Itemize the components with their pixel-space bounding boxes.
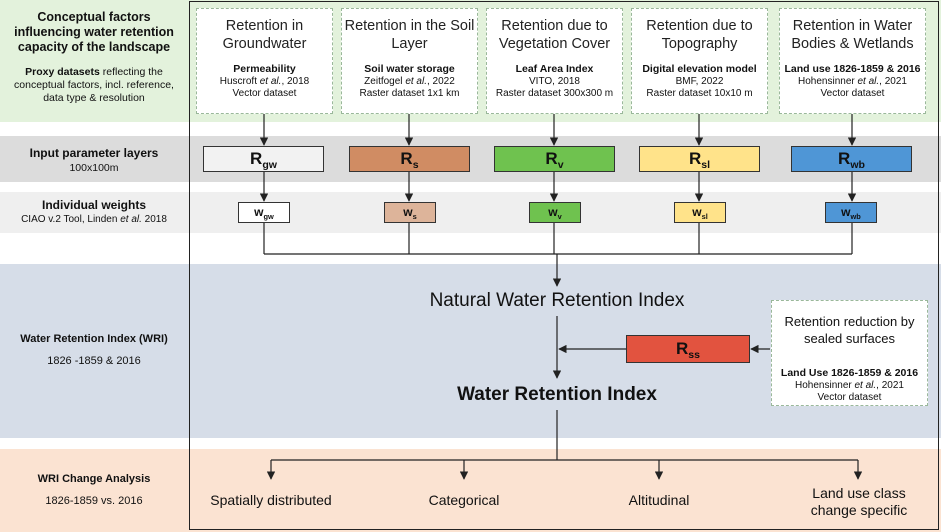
input-band — [0, 136, 941, 182]
output-altitudinal: Altitudinal — [628, 492, 690, 508]
wri-sub: 1826 -1859 & 2016 — [47, 355, 141, 367]
weights-sub-pre: CIAO v.2 Tool, Linden — [21, 214, 121, 225]
factor-dataset: Leaf Area Index — [515, 63, 594, 75]
main-frame — [189, 1, 939, 530]
factor-dataset: Land use 1826-1859 & 2016 — [784, 63, 921, 75]
param-water-bodies: Rwb — [791, 146, 912, 172]
factor-reference: Zeitfogel et al., 2022 — [364, 76, 455, 87]
sealed-dataset: Land Use 1826-1859 & 2016 — [780, 367, 919, 379]
weight-topography: wsl — [674, 202, 726, 223]
factor-type: Vector dataset — [820, 88, 885, 99]
factor-type: Vector dataset — [232, 88, 297, 99]
factor-dataset: Soil water storage — [364, 63, 455, 75]
factor-type: Raster dataset 1x1 km — [359, 88, 460, 99]
factor-title: Retention due to Vegetation Cover — [498, 18, 611, 52]
factor-vegetation: Retention due to Vegetation Cover Leaf A… — [486, 8, 623, 114]
factor-title: Retention in Groundwater — [222, 18, 307, 52]
change-title: WRI Change Analysis — [37, 473, 151, 485]
weight-water-bodies: wwb — [825, 202, 877, 223]
factor-dataset: Digital elevation model — [642, 63, 757, 75]
weight-vegetation: wv — [529, 202, 581, 223]
param-topography: Rsl — [639, 146, 760, 172]
sealed-title: Retention reduction by sealed surfaces — [784, 314, 915, 346]
factor-dataset: Permeability — [233, 63, 296, 75]
weights-title: Individual weights — [41, 198, 146, 212]
factor-topography: Retention due to Topography Digital elev… — [631, 8, 768, 114]
sealed-type: Vector dataset — [817, 392, 882, 403]
proxy-label: Proxy datasets reflecting the conceptual… — [0, 66, 188, 105]
factor-reference: Huscroft et al., 2018 — [219, 76, 310, 87]
sealed-reference: Hohensinner et al., 2021 — [795, 380, 904, 391]
param-soil: Rs — [349, 146, 470, 172]
factor-water-bodies: Retention in Water Bodies & Wetlands Lan… — [779, 8, 926, 114]
weights-sub-post: 2018 — [141, 214, 167, 225]
output-categorical: Categorical — [428, 492, 500, 508]
proxy-rest: reflecting the conceptual factors, incl.… — [14, 66, 174, 104]
factors-title: Conceptual factors influencing water ret… — [14, 10, 174, 54]
factor-reference: Hohensinner et al., 2021 — [798, 76, 907, 87]
change-band — [0, 449, 941, 532]
natural-wri-title: Natural Water Retention Index — [429, 290, 685, 311]
wri-title: Water Retention Index (WRI) — [20, 333, 168, 345]
output-spatially-distributed: Spatially distributed — [210, 492, 332, 508]
param-vegetation: Rv — [494, 146, 615, 172]
sealed-surfaces-box: Retention reduction by sealed surfaces L… — [771, 300, 928, 406]
factor-title: Retention in the Soil Layer — [344, 18, 475, 52]
weights-sub-em: et al. — [120, 214, 142, 225]
weight-groundwater: wgw — [238, 202, 290, 223]
weight-soil: ws — [384, 202, 436, 223]
param-sealed-surfaces: Rss — [626, 335, 750, 363]
change-sub: 1826-1859 vs. 2016 — [45, 495, 143, 507]
input-sub: 100x100m — [69, 162, 119, 174]
factor-title: Retention due to Topography — [646, 18, 753, 52]
weights-sub: CIAO v.2 Tool, Linden et al. 2018 — [0, 213, 188, 227]
proxy-bold: Proxy datasets — [25, 66, 100, 78]
wri-main-title: Water Retention Index — [457, 384, 657, 405]
factor-groundwater: Retention in Groundwater Permeability Hu… — [196, 8, 333, 114]
factor-soil: Retention in the Soil Layer Soil water s… — [341, 8, 478, 114]
weights-band — [0, 192, 941, 233]
factor-title: Retention in Water Bodies & Wetlands — [791, 18, 914, 52]
factor-reference: BMF, 2022 — [675, 76, 724, 87]
factor-type: Raster dataset 10x10 m — [646, 88, 753, 99]
output-land-use-class: Land use class change specific — [810, 485, 908, 518]
input-title: Input parameter layers — [29, 146, 159, 160]
factor-type: Raster dataset 300x300 m — [495, 88, 614, 99]
param-groundwater: Rgw — [203, 146, 324, 172]
factor-reference: VITO, 2018 — [529, 76, 580, 87]
